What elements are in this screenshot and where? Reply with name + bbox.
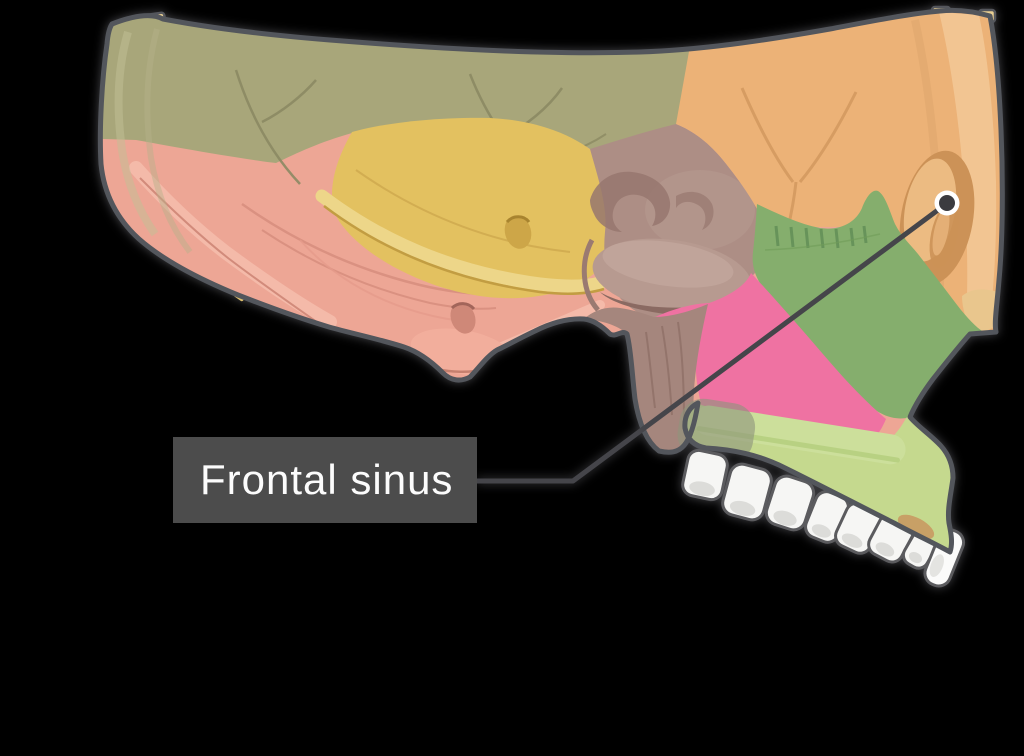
skull-outline [97, 7, 1005, 555]
leader-line [477, 201, 948, 484]
tooth-molar-3 [764, 474, 816, 532]
annotation-label: Frontal sinus [173, 437, 477, 523]
region-ethmoid-bone [752, 190, 986, 419]
temporal-details [315, 169, 607, 295]
cribriform-plate [764, 225, 881, 251]
tooth-molar-1 [681, 448, 729, 502]
region-pterygoid-process [584, 304, 708, 456]
incisor-root-patch [897, 514, 935, 540]
frontal-sinus [899, 150, 975, 286]
temporal-foramen [504, 215, 532, 249]
marker-dot [939, 195, 955, 211]
tooth-molar-2 [721, 462, 773, 522]
annotation-label-text: Frontal sinus [200, 456, 454, 503]
sella-turcica [590, 171, 671, 232]
sphenoid-details [581, 170, 755, 315]
hypoglossal-canal [450, 302, 476, 334]
